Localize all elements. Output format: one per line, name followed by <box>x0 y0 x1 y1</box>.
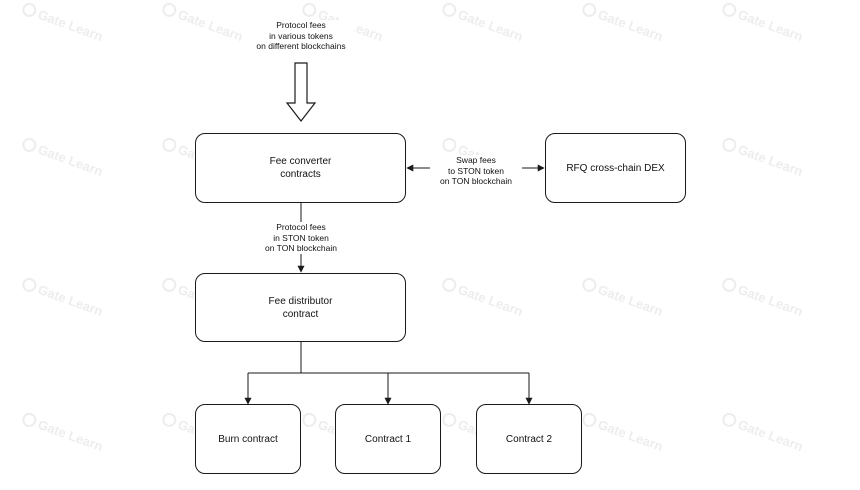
rfq-dex-label: RFQ cross-chain DEX <box>566 162 665 174</box>
fee-distributor-node: Fee distributor contract <box>195 273 406 342</box>
rfq-dex-node: RFQ cross-chain DEX <box>545 133 686 203</box>
burn-contract-node: Burn contract <box>195 404 301 474</box>
input-fees-arrow <box>285 62 317 122</box>
fee-converter-label: Fee converter contracts <box>269 156 332 180</box>
burn-contract-label: Burn contract <box>218 433 278 445</box>
input-fees-label: Protocol fees in various tokens on diffe… <box>248 20 354 52</box>
fee-distributor-label: Fee distributor contract <box>268 295 333 320</box>
swap-fees-label: Swap fees to STON token on TON blockchai… <box>430 155 522 187</box>
contract-2-node: Contract 2 <box>476 404 582 474</box>
contract-2-label: Contract 2 <box>505 433 553 445</box>
distribution-trunk <box>248 342 529 374</box>
ston-fees-label: Protocol fees in STON token on TON block… <box>258 222 344 254</box>
contract-1-label: Contract 1 <box>364 433 412 445</box>
fee-converter-node: Fee converter contracts <box>195 133 406 203</box>
contract-1-node: Contract 1 <box>335 404 441 474</box>
